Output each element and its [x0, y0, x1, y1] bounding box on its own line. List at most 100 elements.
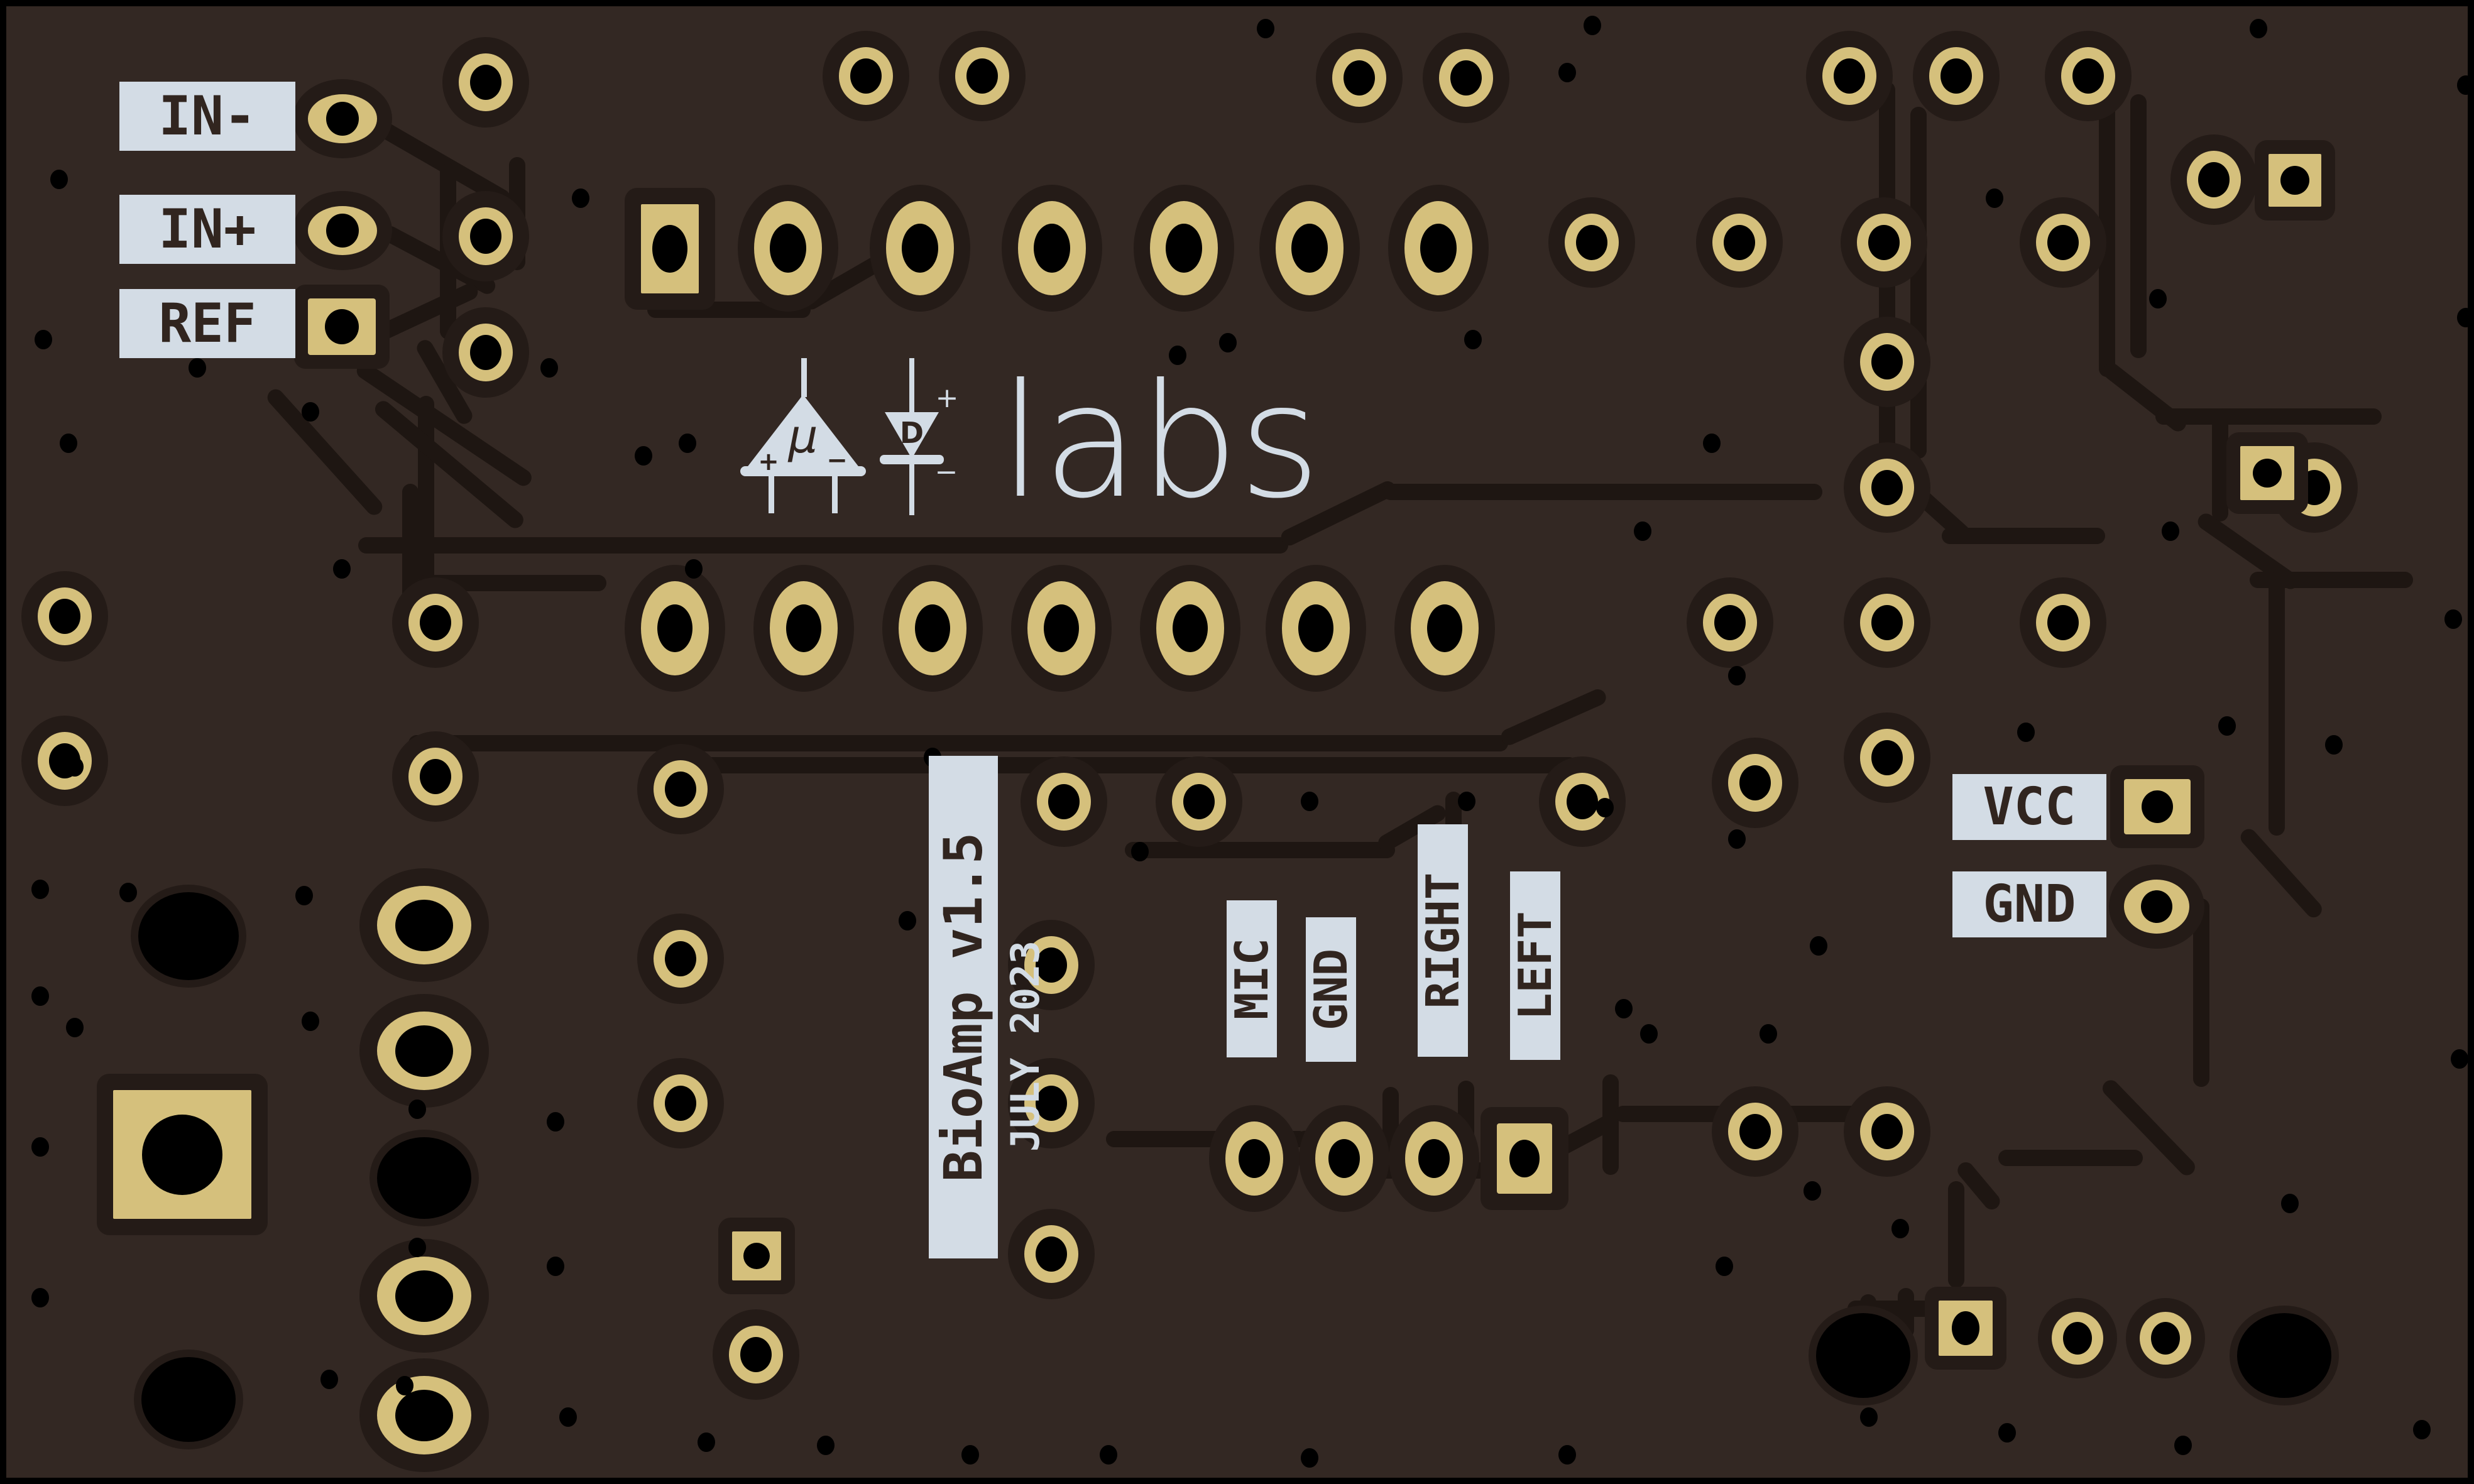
pad-drill-hole — [1834, 58, 1865, 94]
copper-trace — [2237, 826, 2326, 921]
copper-trace — [2099, 1076, 2199, 1179]
via-37 — [685, 559, 703, 579]
via-54 — [1301, 792, 1318, 811]
pad-drill-hole — [1952, 1311, 1979, 1345]
pad-top-r4 — [823, 31, 909, 121]
via-43 — [1728, 829, 1746, 849]
via-50 — [1760, 1024, 1777, 1044]
svg-text:+: + — [758, 447, 779, 476]
pad-drill-hole — [665, 1086, 696, 1121]
pad-drill-hole — [2063, 1322, 2092, 1355]
copper-trace — [1942, 528, 2105, 544]
logo-wordmark: labs — [999, 350, 1321, 533]
pad-top-r5 — [939, 31, 1026, 121]
via-25 — [961, 1445, 979, 1465]
silk-label-right: RIGHT — [1416, 824, 1469, 1057]
pad-drill-hole — [2198, 162, 2230, 197]
pad-left-col-1 — [359, 994, 489, 1108]
pad-drill-hole — [326, 214, 359, 248]
pad-drill-hole — [395, 899, 453, 951]
via-34 — [333, 559, 351, 579]
via-46 — [2218, 716, 2236, 736]
hole-np-4 — [1816, 1313, 1910, 1398]
pad-drill-hole — [470, 65, 501, 100]
pad-drill-hole — [657, 604, 692, 652]
pad-top-r14 — [2020, 197, 2106, 288]
pad-header-top-5 — [1388, 185, 1489, 312]
silk-label-ref: REF — [119, 289, 295, 358]
pad-right-r7 — [1844, 712, 1930, 803]
pad-top-r6 — [1316, 33, 1403, 123]
pad-drill-hole — [2047, 225, 2079, 260]
via-71 — [899, 911, 916, 930]
silk-label-in-plus: IN+ — [119, 195, 295, 264]
via-21 — [396, 1376, 413, 1395]
pad-drill-hole — [1567, 784, 1598, 819]
via-45 — [2162, 521, 2179, 541]
pad-header-mid-0 — [625, 565, 725, 692]
pad-drill-hole — [1183, 784, 1215, 819]
pad-mid-r3 — [1539, 756, 1626, 847]
via-11 — [119, 883, 137, 902]
pad-drill-hole — [1714, 605, 1746, 640]
pad-drill-hole — [2141, 890, 2172, 923]
silk-label-left: LEFT — [1509, 871, 1562, 1060]
pad-edge-r2 — [21, 716, 108, 806]
pad-drill-hole — [740, 1337, 772, 1372]
pad-right-r3 — [1687, 577, 1773, 668]
copper-trace — [408, 735, 1508, 751]
via-55 — [1458, 792, 1475, 811]
pad-drill-hole — [966, 58, 998, 94]
pad-drill-hole — [2072, 58, 2104, 94]
via-51 — [1804, 1181, 1821, 1201]
via-12 — [295, 886, 313, 905]
copper-trace — [264, 386, 386, 518]
pad-drill-hole — [1576, 225, 1607, 260]
pad-header-top-2 — [1002, 185, 1102, 312]
via-13 — [31, 986, 49, 1006]
pad-drill-hole — [142, 1114, 222, 1195]
via-67 — [2149, 289, 2167, 308]
copper-trace — [2130, 94, 2147, 358]
pad-header-top-4 — [1259, 185, 1360, 312]
via-60 — [2451, 1049, 2468, 1069]
pad-drill-hole — [1871, 740, 1903, 775]
pad-top-r10 — [1806, 31, 1893, 121]
via-33 — [302, 402, 319, 422]
via-27 — [1301, 1448, 1318, 1468]
pad-drill-hole — [470, 335, 501, 370]
pad-square-tr — [2255, 140, 2335, 221]
pad-drill-hole — [665, 772, 696, 807]
via-41 — [1634, 521, 1651, 541]
pad-drill-hole — [1048, 784, 1080, 819]
svg-text:−: − — [935, 456, 958, 488]
pad-header-top-0 — [738, 185, 838, 312]
pad-drill-hole — [1166, 224, 1202, 273]
pad-square-bottom — [718, 1218, 795, 1294]
pad-vcc — [2110, 765, 2204, 848]
copper-trace — [2250, 572, 2413, 588]
pad-drill-hole — [1344, 60, 1375, 95]
pad-drill-hole — [915, 604, 950, 652]
via-31 — [2174, 1436, 2192, 1455]
pad-drill-hole — [2253, 459, 2282, 488]
pad-drill-hole — [1173, 604, 1208, 652]
copper-trace — [1998, 1150, 2143, 1166]
pad-right-r4 — [1844, 577, 1930, 668]
copper-trace — [2099, 359, 2190, 435]
via-23 — [698, 1432, 715, 1452]
via-15 — [302, 1012, 319, 1031]
hole-np-3 — [141, 1357, 236, 1442]
via-1 — [1584, 16, 1601, 35]
pad-mid-r1 — [1021, 756, 1107, 847]
pad-drill-hole — [1034, 224, 1070, 273]
via-59 — [2444, 609, 2462, 629]
via-14 — [66, 1018, 84, 1037]
pad-drill-hole — [395, 1270, 453, 1322]
pad-drill-hole — [49, 599, 80, 634]
pad-left-r4 — [392, 577, 479, 668]
pad-top-r13 — [1841, 197, 1927, 288]
via-39 — [1464, 330, 1482, 349]
via-5 — [50, 170, 68, 189]
